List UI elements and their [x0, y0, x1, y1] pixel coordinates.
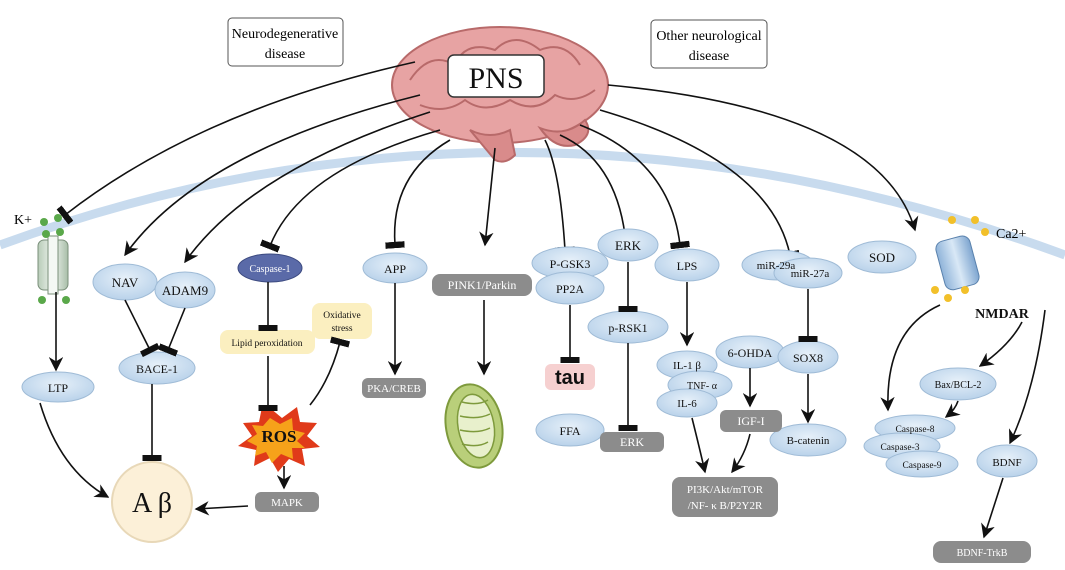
other-neurological-label-2: disease [689, 49, 729, 64]
bace1-label: BACE-1 [136, 362, 178, 376]
oxidative-stress-label-1: Oxidative [323, 311, 360, 321]
potassium-channel [37, 214, 70, 304]
lps-label: LPS [677, 259, 698, 273]
erk-top-label: ERK [615, 238, 642, 253]
pka-creb-label: PKA/CREB [367, 383, 421, 395]
mir27a-label: miR-27a [791, 268, 830, 280]
adam9-label: ADAM9 [162, 283, 208, 298]
bcatenin-label: B-catenin [787, 435, 830, 447]
bax-bcl2-label: Bax/BCL-2 [935, 380, 982, 391]
nmdar-label: NMDAR [975, 307, 1030, 322]
pns-label: PNS [468, 62, 523, 95]
oxidative-stress-label-2: stress [331, 324, 352, 334]
pns-edges [56, 61, 919, 264]
oxidative-stress-box [312, 303, 372, 339]
ca2-plus-label: Ca2+ [996, 227, 1027, 242]
caspase8-label: Caspase-8 [895, 425, 934, 435]
other-neurological-label-1: Other neurological [656, 29, 761, 44]
bdnf-trkb-label: BDNF-TrkB [957, 548, 1008, 559]
gray-boxes [255, 274, 1031, 563]
ohda-label: 6-OHDA [728, 346, 773, 360]
pns-label-box [447, 54, 545, 98]
bdnf-label: BDNF [992, 457, 1021, 469]
ltp-label: LTP [48, 381, 69, 395]
tau-label: tau [555, 367, 585, 389]
neurodegenerative-label-2: disease [265, 47, 305, 62]
il1b-label: IL-1 β [673, 360, 701, 372]
abeta-label: A β [132, 488, 172, 519]
pink1-parkin-label: PINK1/Parkin [448, 278, 517, 292]
sod-label: SOD [869, 250, 895, 265]
caspase1-label: Caspase-1 [249, 264, 290, 275]
node-labels: NAV ADAM9 BACE-1 LTP A β Caspase-1 Lipid… [48, 238, 1030, 559]
downstream-edges [39, 262, 1046, 539]
mitochondrion-icon [444, 383, 504, 469]
igf1-label: IGF-I [737, 414, 764, 428]
pp2a-label: PP2A [556, 282, 584, 296]
tnfa-label: TNF- α [687, 381, 718, 392]
other-neurological-box [650, 19, 768, 69]
neurodegenerative-box [227, 17, 344, 67]
mapk-label: MAPK [271, 497, 303, 509]
caspase1-node [237, 253, 303, 283]
ros-label: ROS [262, 427, 297, 446]
k-plus-label: K+ [14, 213, 32, 228]
lipid-peroxidation-label: Lipid peroxidation [232, 339, 303, 349]
erk-bottom-label: ERK [620, 435, 644, 449]
neurodegenerative-label-1: Neurodegenerative [232, 27, 339, 42]
pi3k-label-1: PI3K/Akt/mTOR [687, 484, 764, 496]
cell-membrane [0, 148, 1065, 260]
caspase3-label: Caspase-3 [880, 443, 919, 453]
prsk1-label: p-RSK1 [608, 321, 647, 335]
pi3k-label-2: /NF- κ B/P2Y2R [688, 500, 763, 512]
app-label: APP [384, 262, 406, 276]
mir29a-label: miR-29a [757, 260, 796, 272]
ffa-label: FFA [559, 424, 580, 438]
tau-box [545, 364, 595, 390]
nav-label: NAV [112, 275, 139, 290]
ellipse-nodes [21, 228, 1038, 478]
pgsk3-label: P-GSK3 [550, 257, 591, 271]
il6-label: IL-6 [677, 398, 697, 410]
caspase9-label: Caspase-9 [902, 461, 941, 471]
lipid-peroxidation-box [220, 330, 315, 354]
abeta-node [111, 461, 193, 543]
sox8-label: SOX8 [793, 351, 823, 365]
calcium-channel [931, 216, 989, 302]
